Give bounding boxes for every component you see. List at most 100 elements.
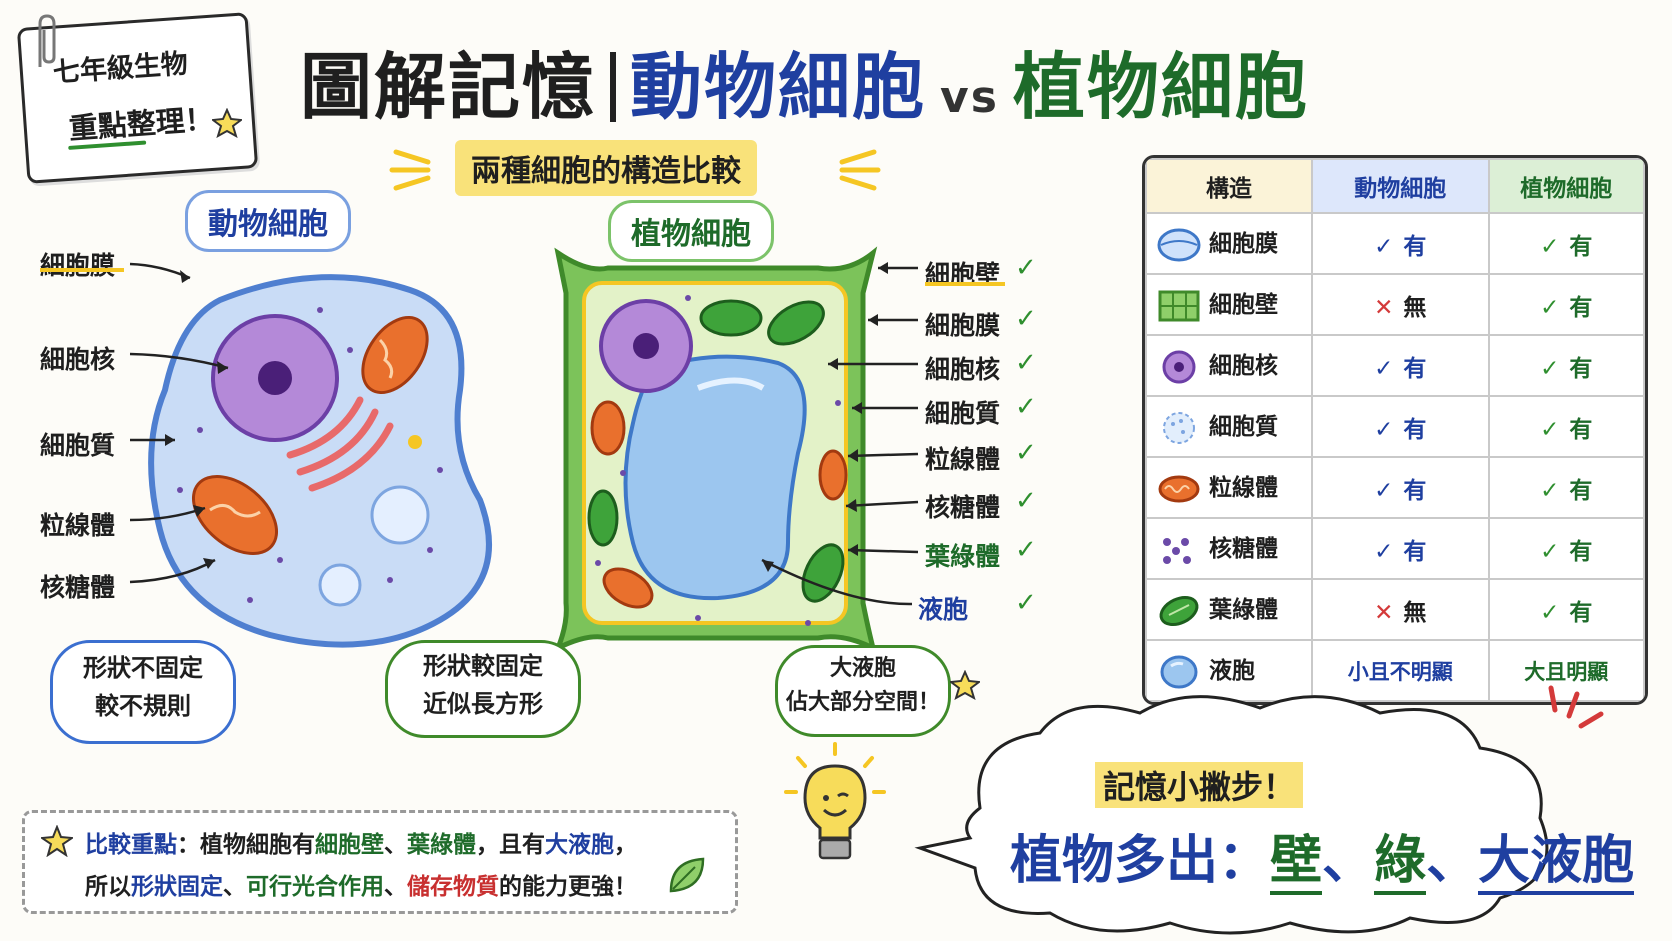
animal-golgi bbox=[286, 396, 394, 492]
animal-pointer-arrows bbox=[129, 262, 229, 584]
animal-mitochondrion-2 bbox=[191, 475, 279, 555]
row-animal-value: 有 bbox=[1403, 416, 1427, 443]
plant-cell-diagram bbox=[553, 246, 878, 654]
table-row: 細胞質 ✓有 ✓有 bbox=[1145, 395, 1645, 458]
check-icon: ✓ bbox=[1540, 538, 1560, 565]
row-plant-value: 有 bbox=[1569, 477, 1593, 504]
plant-bubble-left-line-2: 近似長方形 bbox=[423, 690, 543, 718]
tip-line-2: 所以形狀固定、可行光合作用、儲存物質的能力更強！ bbox=[85, 874, 637, 900]
plant-label-membrane: 細胞膜 bbox=[925, 311, 1001, 340]
row-name: 粒線體 bbox=[1209, 475, 1278, 502]
plant-label-nucleus: 細胞核 bbox=[925, 355, 1001, 384]
table-header-plant: 植物細胞 bbox=[1487, 158, 1645, 214]
table-row: 粒線體 ✓有 ✓有 bbox=[1145, 456, 1645, 519]
plant-label-mitochondria: 粒線體 bbox=[925, 445, 1001, 474]
tip-line-1: 比較重點：植物細胞有細胞壁、葉綠體，且有大液胞， bbox=[85, 832, 637, 858]
plant-label-ribosome: 核糖體 bbox=[925, 493, 1001, 522]
animal-vesicle-2 bbox=[318, 563, 362, 607]
animal-membrane-highlight bbox=[40, 268, 124, 272]
plant-wall-highlight bbox=[925, 282, 1005, 286]
table-header-animal: 動物細胞 bbox=[1311, 158, 1490, 214]
plant-mitochondria bbox=[590, 400, 848, 609]
check-icon: ✓ bbox=[1540, 355, 1560, 382]
ribosome-icon bbox=[1163, 537, 1191, 564]
row-animal-value: 無 bbox=[1403, 599, 1427, 626]
plant-label-vacuole: 液胞 bbox=[918, 595, 969, 624]
mitochondrion-icon bbox=[1158, 475, 1200, 503]
check-icon: ✓ bbox=[1015, 588, 1037, 618]
title-vs: vs bbox=[940, 72, 999, 123]
paperclip-icon bbox=[38, 14, 56, 67]
leaf-icon bbox=[669, 857, 705, 893]
row-name: 細胞壁 bbox=[1209, 292, 1278, 319]
animal-heading: 動物細胞 bbox=[185, 190, 351, 252]
title-plant: 植物細胞 bbox=[1012, 45, 1309, 129]
spark-right-icon bbox=[839, 149, 881, 191]
table-row: 液胞 小且不明顯 大且明顯 bbox=[1145, 639, 1645, 702]
animal-granule bbox=[408, 435, 422, 449]
animal-cell-diagram bbox=[148, 274, 492, 648]
title-animal: 動物細胞 bbox=[630, 45, 927, 129]
animal-nucleolus bbox=[258, 361, 292, 395]
cross-icon: ✕ bbox=[1374, 294, 1394, 321]
table-row: 核糖體 ✓有 ✓有 bbox=[1145, 517, 1645, 580]
plant-heading: 植物細胞 bbox=[608, 200, 774, 262]
table-row: 細胞壁 ✕無 ✓有 bbox=[1145, 273, 1645, 336]
plant-pointer-arrows bbox=[761, 262, 919, 606]
nucleus-icon bbox=[1162, 350, 1196, 384]
animal-bubble-line-2: 較不規則 bbox=[95, 692, 191, 720]
row-animal-value: 有 bbox=[1403, 233, 1427, 260]
vacuole-icon bbox=[1160, 655, 1198, 689]
comparison-table: 構造 動物細胞 植物細胞 細胞膜 ✓有 ✓有 細胞壁 ✕無 ✓有 細胞核 ✓有 … bbox=[1142, 155, 1648, 705]
row-plant-value: 大且明顯 bbox=[1487, 639, 1645, 702]
table-row: 葉綠體 ✕無 ✓有 bbox=[1145, 578, 1645, 641]
row-animal-value: 有 bbox=[1403, 538, 1427, 565]
animal-vesicle-1 bbox=[370, 485, 430, 545]
cell-wall-icon bbox=[1158, 290, 1200, 322]
title-part-1: 圖解記憶 bbox=[300, 45, 597, 129]
row-animal-value: 有 bbox=[1403, 477, 1427, 504]
check-icon: ✓ bbox=[1015, 348, 1037, 378]
row-plant-value: 有 bbox=[1569, 233, 1593, 260]
row-plant-value: 有 bbox=[1569, 538, 1593, 565]
plant-vacuole bbox=[623, 354, 807, 601]
plant-bubble-right-line-2: 佔大部分空間！ bbox=[785, 690, 940, 715]
animal-mitochondrion-1 bbox=[361, 316, 429, 394]
check-icon: ✓ bbox=[1015, 438, 1037, 468]
plant-ribosomes bbox=[595, 295, 841, 626]
plant-label-chloroplast: 葉綠體 bbox=[925, 542, 1001, 571]
check-icon: ✓ bbox=[1015, 486, 1037, 516]
plant-label-cytoplasm: 細胞質 bbox=[925, 399, 1001, 428]
row-animal-value: 小且不明顯 bbox=[1311, 639, 1490, 702]
star-icon bbox=[950, 670, 980, 700]
row-animal-value: 有 bbox=[1403, 355, 1427, 382]
check-icon: ✓ bbox=[1015, 535, 1037, 565]
lightbulb-icon bbox=[784, 742, 886, 860]
animal-label-ribosome: 核糖體 bbox=[40, 573, 116, 602]
subtitle: 兩種細胞的構造比較 bbox=[455, 140, 757, 196]
plant-nucleolus bbox=[633, 333, 659, 359]
plant-bubble-left-line-1: 形狀較固定 bbox=[423, 652, 543, 680]
row-animal-value: 無 bbox=[1403, 294, 1427, 321]
title-divider bbox=[610, 52, 617, 122]
row-name: 液胞 bbox=[1209, 658, 1255, 685]
cytoplasm-icon bbox=[1163, 411, 1195, 444]
check-icon: ✓ bbox=[1374, 416, 1394, 443]
animal-label-mitochondria: 粒線體 bbox=[40, 511, 116, 540]
animal-label-nucleus: 細胞核 bbox=[40, 345, 116, 374]
table-header-row: 構造 動物細胞 植物細胞 bbox=[1145, 158, 1645, 214]
check-icon: ✓ bbox=[1540, 477, 1560, 504]
plant-shape-bubble: 形狀較固定 近似長方形 bbox=[385, 640, 581, 738]
page-title: 圖解記憶動物細胞 vs 植物細胞 bbox=[300, 28, 1309, 133]
spark-left-icon bbox=[389, 149, 431, 191]
check-icon: ✓ bbox=[1540, 233, 1560, 260]
check-icon: ✓ bbox=[1015, 392, 1037, 422]
check-icon: ✓ bbox=[1540, 416, 1560, 443]
emphasis-marks-icon bbox=[1548, 685, 1604, 729]
animal-ribosomes bbox=[177, 307, 443, 603]
plant-chloroplasts bbox=[587, 299, 845, 603]
animal-bubble-line-1: 形狀不固定 bbox=[83, 654, 203, 682]
row-plant-value: 有 bbox=[1569, 355, 1593, 382]
check-icon: ✓ bbox=[1540, 599, 1560, 626]
animal-label-membrane: 細胞膜 bbox=[40, 251, 116, 280]
